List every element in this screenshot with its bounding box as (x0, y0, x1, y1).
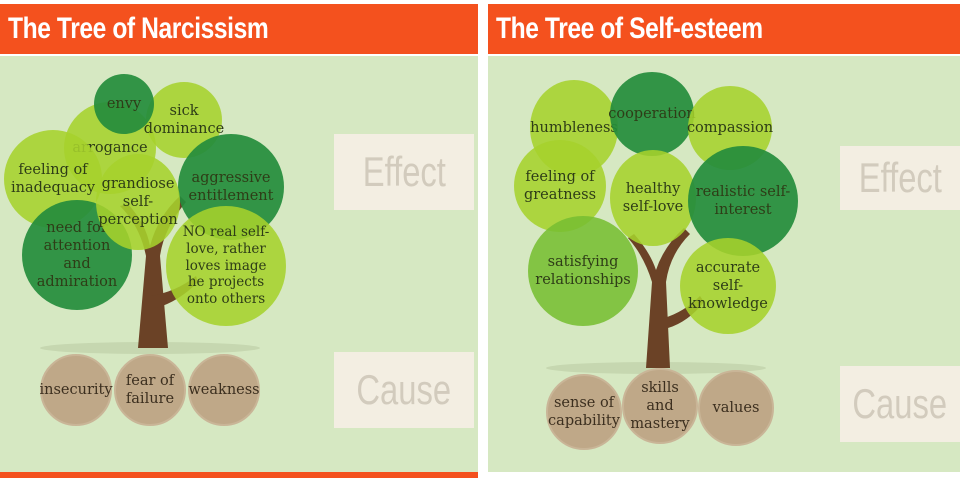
leaf-label: NO real self-love, rather loves image he… (182, 223, 270, 308)
leaf-label: compassion (686, 119, 774, 136)
root-label: weakness (188, 381, 260, 398)
leaf-label: humbleness (530, 119, 618, 136)
root-fear-of-failure: fear of failure (114, 354, 186, 426)
root-skills-and-mastery: skills and mastery (622, 368, 698, 444)
root-label: fear of failure (125, 372, 175, 407)
leaf-no-real-self-love: NO real self-love, rather loves image he… (166, 206, 286, 326)
leaf-label: need for attention and admiration (36, 219, 118, 291)
leaf-envy: envy (94, 74, 154, 134)
root-label: sense of capability (548, 394, 620, 429)
leaf-accurate-self-knowledge: accurate self-knowledge (680, 238, 776, 334)
root-sense-of-capability: sense of capability (546, 374, 622, 450)
cause-label-box: Cause (840, 366, 960, 442)
leaf-label: aggressive entitlement (188, 169, 274, 204)
effect-label-box: Effect (334, 134, 474, 210)
root-label: values (712, 399, 760, 416)
leaf-healthy-self-love: healthy self-love (610, 150, 696, 246)
leaf-sick-dominance: sick dominance (143, 82, 225, 158)
leaf-label: grandiose self-perception (98, 175, 178, 229)
root-values: values (698, 370, 774, 446)
cause-label-box: Cause (334, 352, 474, 428)
leaf-label: satisfying relationships (535, 253, 631, 288)
effect-label: Effect (362, 148, 446, 195)
narcissism-panel: The Tree of Narcissism arrogance sick do… (0, 0, 478, 480)
leaf-label: sick dominance (143, 102, 225, 137)
root-insecurity: insecurity (39, 354, 113, 426)
narcissism-diagram: arrogance sick dominance envy feeling of… (0, 56, 478, 478)
self-esteem-panel: The Tree of Self-esteem humbleness coope… (488, 0, 960, 480)
cause-label: Cause (356, 366, 452, 413)
leaf-label: accurate self-knowledge (688, 259, 768, 313)
panel-title-bar: The Tree of Narcissism (0, 4, 478, 54)
leaf-label: realistic self-interest (695, 183, 791, 218)
self-esteem-title: The Tree of Self-esteem (496, 12, 763, 45)
narcissism-title: The Tree of Narcissism (8, 12, 269, 45)
leaf-grandiose-self-perception: grandiose self-perception (96, 154, 180, 250)
root-label: insecurity (39, 381, 113, 398)
leaf-label: feeling of greatness (523, 168, 597, 203)
effect-label-box: Effect (840, 146, 960, 210)
leaf-label: cooperation (608, 105, 696, 122)
self-esteem-diagram: humbleness cooperation compassion feelin… (488, 56, 960, 472)
leaf-label: envy (106, 95, 142, 112)
leaf-label: healthy self-love (622, 180, 684, 215)
leaf-realistic-self-interest: realistic self-interest (688, 146, 798, 256)
leaf-satisfying-relationships: satisfying relationships (528, 216, 638, 326)
root-label: skills and mastery (630, 379, 690, 433)
root-weakness: weakness (188, 354, 260, 426)
cause-label: Cause (852, 380, 948, 427)
leaf-cooperation: cooperation (608, 72, 696, 156)
panel-title-bar: The Tree of Self-esteem (488, 4, 960, 54)
leaf-label: feeling of inadequacy (10, 161, 96, 196)
effect-label: Effect (858, 154, 942, 201)
